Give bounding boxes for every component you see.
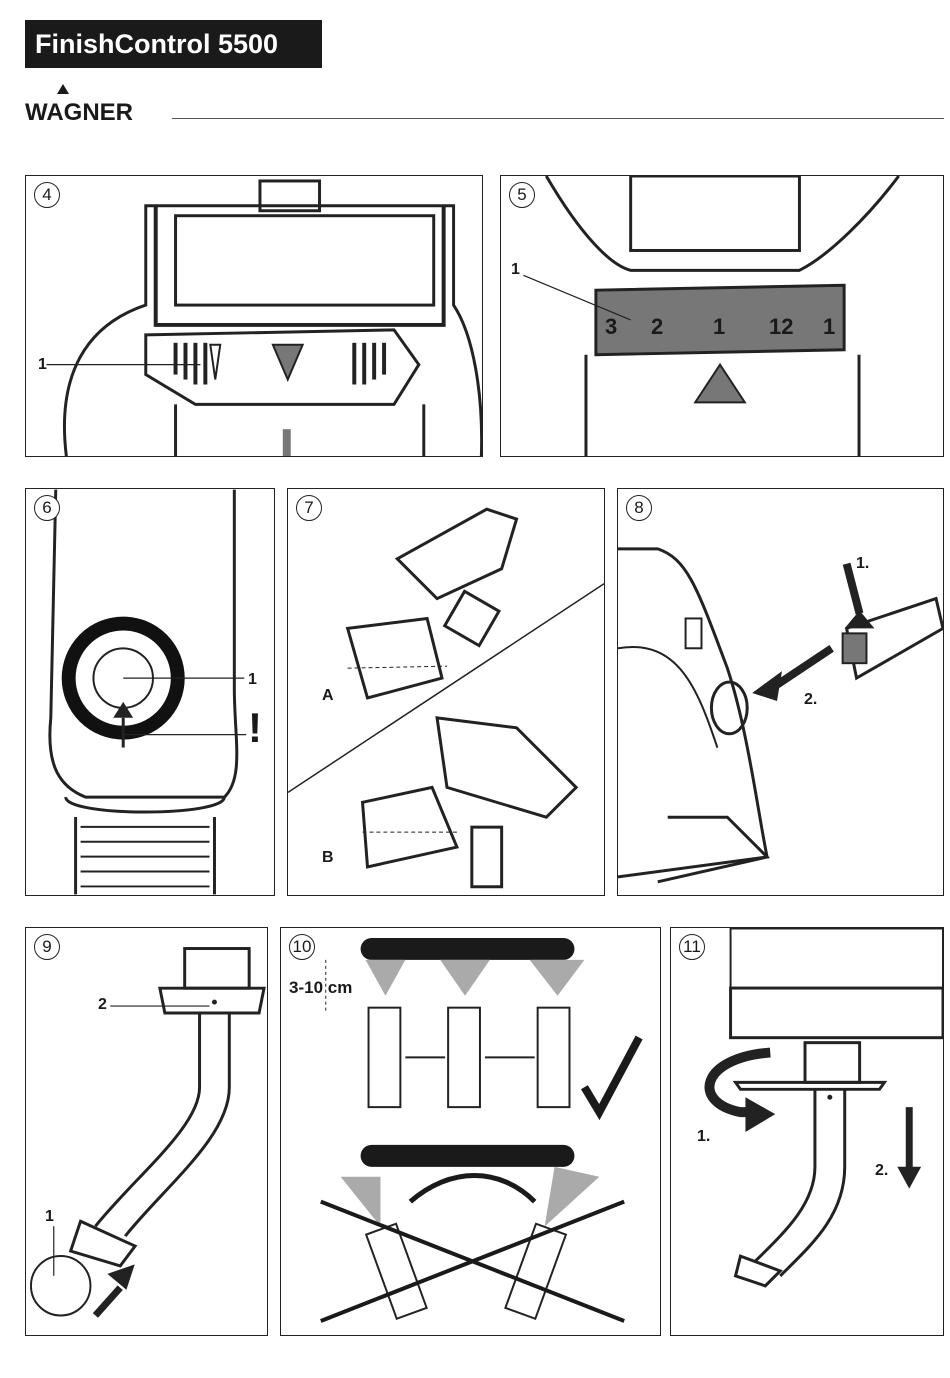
callout-2: 2 [98,996,107,1013]
panel-7: 7 A B [287,488,605,896]
figure-number-badge: 8 [626,495,652,521]
dial-mark: 12 [769,314,794,339]
orientation-label-a: A [322,687,334,704]
dial-mark: 1 [823,314,836,339]
panel-9: 9 2 1 [25,927,268,1336]
figure-number-badge: 10 [289,934,315,960]
panel-11: 11 1. 2. [670,927,944,1336]
panel-4: 4 1 [25,175,483,457]
panel-6: 6 1 ! [25,488,275,896]
dial-mark: 2 [651,314,664,339]
figure-number-badge: 7 [296,495,322,521]
figure-number-badge: 9 [34,934,60,960]
brand-name: WAGNER [25,99,133,125]
step-1: 1. [856,555,870,572]
step-2: 2. [804,691,818,708]
dial-mark: 1 [713,314,726,339]
spray-cone-icon [365,959,406,996]
spray-gun-orientation-illustration [288,507,604,889]
distance-label: 3-10 cm [289,978,353,997]
document-title: FinishControl 5500 [25,20,322,68]
tube-removal-illustration [704,928,943,1288]
warning-mark: ! [248,704,262,751]
step-1: 1. [697,1128,711,1145]
wagner-logo-icon: WAGNER [25,84,133,125]
spray-technique-illustration [320,938,643,1323]
dial-ring-illustration [523,176,900,456]
callout-1: 1 [45,1208,54,1225]
dial-mark: 3 [605,314,618,339]
spray-cone-icon [544,1166,600,1227]
panel-10: 10 3-10 cm [280,927,661,1336]
figure-number-badge: 4 [34,182,60,208]
spray-cone-icon [440,959,490,996]
dial-illustration [46,179,482,456]
callout-1: 1 [248,671,257,688]
header-divider [172,118,944,119]
figure-number-badge: 11 [679,934,705,960]
knob-illustration [48,489,247,895]
callout-1: 1 [38,356,47,373]
checkmark-icon [580,1035,643,1121]
figure-number-badge: 6 [34,495,60,521]
intake-tube-illustration [29,947,266,1318]
step-2: 2. [875,1162,889,1179]
orientation-label-b: B [322,849,334,866]
spray-cone-icon [529,959,585,996]
panel-8: 8 1. 2. [617,488,944,896]
figure-number-badge: 5 [509,182,535,208]
panel-5: 5 1 3 2 1 12 1 [500,175,944,457]
filter-insert-illustration [618,547,943,884]
callout-1: 1 [511,261,520,278]
